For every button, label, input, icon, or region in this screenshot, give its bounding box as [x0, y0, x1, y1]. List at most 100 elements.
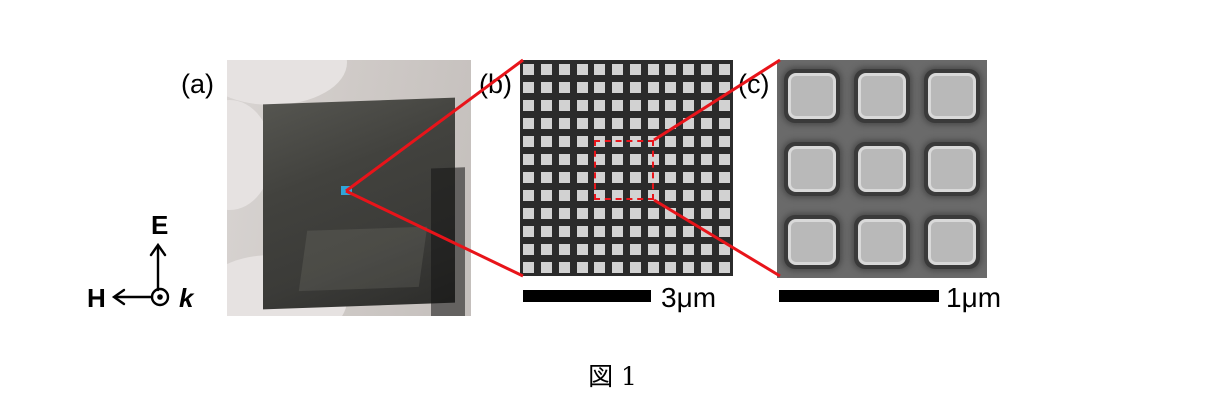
- nanopillar-c: [928, 146, 976, 192]
- sem-image-c: [777, 60, 987, 278]
- nanopillar-b: [541, 63, 553, 75]
- nanopillar-b: [576, 243, 588, 255]
- nanopillar-b: [576, 189, 588, 201]
- nanopillar-b: [683, 117, 695, 129]
- sem-image-b: [520, 60, 733, 276]
- nanopillar-b: [683, 81, 695, 93]
- nanopillar-b: [541, 117, 553, 129]
- nanopillar-b: [665, 81, 677, 93]
- nanopillar-b: [700, 117, 712, 129]
- nanopillar-b: [647, 225, 659, 237]
- nanopillar-b: [558, 261, 570, 273]
- nanopillar-b: [576, 81, 588, 93]
- nanopillar-b: [683, 135, 695, 147]
- nanopillar-b: [523, 261, 535, 273]
- nanopillar-b: [594, 207, 606, 219]
- nanopillar-b: [523, 153, 535, 165]
- nanopillar-b: [683, 207, 695, 219]
- nanopillar-b: [523, 81, 535, 93]
- nanopillar-b: [541, 207, 553, 219]
- callout-line-b-to-c-bottom: [653, 198, 781, 278]
- nanopillar-b: [647, 261, 659, 273]
- nanopillar-b: [665, 243, 677, 255]
- nanopillar-b: [665, 153, 677, 165]
- nanopillar-b: [718, 153, 730, 165]
- nanopillar-b: [594, 99, 606, 111]
- nanopillar-b: [576, 225, 588, 237]
- nanopillar-b: [541, 153, 553, 165]
- nanopillar-b: [612, 99, 624, 111]
- nanopillar-b: [523, 189, 535, 201]
- nanopillar-b: [665, 261, 677, 273]
- nanopillar-c: [788, 146, 836, 192]
- nanopillar-b: [558, 243, 570, 255]
- nanopillar-b: [683, 63, 695, 75]
- nanopillar-b: [700, 135, 712, 147]
- nanopillar-b: [629, 207, 641, 219]
- nanopillar-b: [594, 243, 606, 255]
- nanopillar-b: [576, 117, 588, 129]
- nanopillar-b: [718, 171, 730, 183]
- nanopillar-c: [858, 73, 906, 120]
- callout-line-a-to-b-top: [345, 58, 524, 193]
- nanopillar-b: [541, 99, 553, 111]
- nanopillar-b: [541, 135, 553, 147]
- nanopillar-b: [558, 189, 570, 201]
- nanopillar-b: [683, 189, 695, 201]
- nanopillar-b: [647, 243, 659, 255]
- nanopillar-b: [718, 99, 730, 111]
- nanopillar-b: [558, 207, 570, 219]
- nanopillar-b: [594, 153, 606, 165]
- e-arrowhead: [149, 242, 167, 257]
- nanopillar-b: [541, 261, 553, 273]
- nanopillar-b: [683, 225, 695, 237]
- panel-label-a: (a): [181, 69, 214, 99]
- nanopillar-b: [612, 63, 624, 75]
- nanopillar-b: [541, 81, 553, 93]
- nanopillar-b: [629, 153, 641, 165]
- nanopillar-b: [594, 171, 606, 183]
- scale-label-c: 1μm: [946, 282, 1002, 313]
- nanopillar-b: [558, 225, 570, 237]
- nanopillar-b: [629, 243, 641, 255]
- nanopillar-b: [629, 171, 641, 183]
- scale-bar-b: [523, 290, 651, 302]
- nanopillar-b: [629, 117, 641, 129]
- nanopillar-b: [700, 207, 712, 219]
- nanopillar-b: [647, 99, 659, 111]
- nanopillar-b: [541, 189, 553, 201]
- zoom-region-box: [594, 140, 654, 200]
- nanopillar-b: [629, 261, 641, 273]
- nanopillar-b: [718, 135, 730, 147]
- nanopillar-b: [576, 63, 588, 75]
- callout-line-b-to-c-top: [653, 58, 781, 142]
- nanopillar-b: [558, 63, 570, 75]
- nanopillar-b: [541, 243, 553, 255]
- nanopillar-b: [612, 261, 624, 273]
- nanopillar-b: [576, 207, 588, 219]
- nanopillar-b: [558, 171, 570, 183]
- nanopillar-b: [665, 63, 677, 75]
- nanopillar-b: [612, 207, 624, 219]
- nanopillar-b: [665, 135, 677, 147]
- nanopillar-b: [718, 63, 730, 75]
- nanopillar-b: [683, 153, 695, 165]
- nanopillar-c: [858, 218, 906, 265]
- nanopillar-b: [665, 171, 677, 183]
- nanopillar-b: [700, 171, 712, 183]
- nanopillar-b: [700, 63, 712, 75]
- nanopillar-b: [718, 225, 730, 237]
- sample-photo: [227, 60, 471, 316]
- nanopillar-b: [541, 225, 553, 237]
- nanopillar-b: [700, 261, 712, 273]
- panel-label-b: (b): [479, 69, 512, 99]
- nanopillar-b: [558, 135, 570, 147]
- k-out-of-plane-icon: [150, 287, 170, 307]
- h-arrowhead: [111, 288, 126, 306]
- nanopillar-b: [629, 81, 641, 93]
- nanopillar-b: [523, 243, 535, 255]
- nanopillar-b: [665, 99, 677, 111]
- nanopillar-b: [718, 189, 730, 201]
- nanopillar-b: [665, 207, 677, 219]
- nanopillar-b: [558, 153, 570, 165]
